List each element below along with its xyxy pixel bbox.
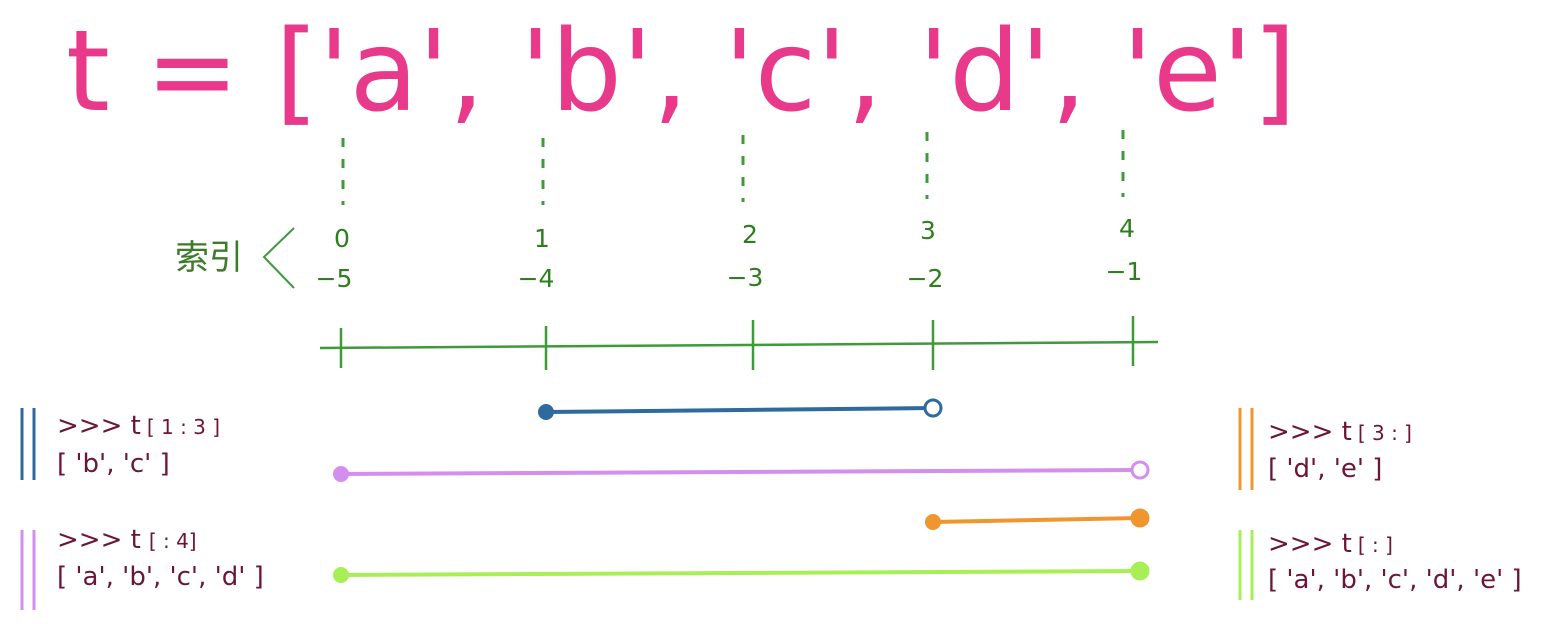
code-prompt: >>> t[ 3 : ] (1268, 417, 1412, 447)
slice-start-point (925, 514, 941, 530)
code-result: [ 'd', 'e' ] (1268, 454, 1382, 484)
list-definition-title: t = ['a', 'b', 'c', 'd', 'e'] (66, 7, 1296, 137)
slice-end-closed-point (1130, 508, 1150, 528)
pos-index-1: 1 (534, 224, 550, 253)
slice-end-open-point (1130, 460, 1150, 480)
number-line (319, 316, 1159, 370)
slice-segment-line (340, 569, 1141, 577)
negative-indices: −5 −4 −3 −2 −1 (316, 257, 1143, 293)
code-result: [ 'a', 'b', 'c', 'd', 'e' ] (1268, 565, 1522, 595)
slice-start-point (333, 466, 349, 482)
pos-index-0: 0 (334, 224, 350, 253)
axis-line (319, 340, 1159, 350)
code-block-full: >>> t[ : ] [ 'a', 'b', 'c', 'd', 'e' ] (1238, 529, 1522, 600)
neg-index-0: −5 (316, 264, 353, 293)
slice-end-closed-point (1130, 561, 1150, 581)
neg-index-3: −2 (907, 264, 944, 293)
code-prompt: >>> t[ : 4] (57, 525, 197, 555)
pos-index-2: 2 (742, 220, 758, 249)
slice-end-open-point (923, 398, 943, 418)
slice-segment-line (545, 406, 934, 414)
neg-index-4: −1 (1106, 257, 1143, 286)
code-prompt: >>> t[ : ] (1268, 529, 1393, 559)
code-prompt: >>> t[ 1 : 3 ] (57, 411, 220, 441)
index-label: 索引 (175, 238, 243, 278)
code-block-1-3: >>> t[ 1 : 3 ] [ 'b', 'c' ] (20, 408, 220, 480)
positive-indices: 0 1 2 3 4 (334, 214, 1135, 253)
slice-segment-line (932, 516, 1141, 524)
code-block-colon-4: >>> t[ : 4] [ 'a', 'b', 'c', 'd' ] (20, 525, 264, 610)
slice-start-point (333, 567, 349, 583)
slice-segments (333, 398, 1150, 583)
code-result: [ 'a', 'b', 'c', 'd' ] (57, 562, 264, 592)
slice-segment-line (340, 468, 1141, 476)
code-block-3-colon: >>> t[ 3 : ] [ 'd', 'e' ] (1238, 408, 1412, 490)
pos-index-4: 4 (1119, 214, 1135, 243)
left-angle-bracket-icon (262, 227, 295, 289)
slice-start-point (538, 404, 554, 420)
dashed-guides (341, 130, 1125, 205)
code-result: [ 'b', 'c' ] (57, 449, 170, 479)
neg-index-1: −4 (518, 264, 555, 293)
neg-index-2: −3 (727, 263, 764, 292)
pos-index-3: 3 (920, 216, 936, 245)
